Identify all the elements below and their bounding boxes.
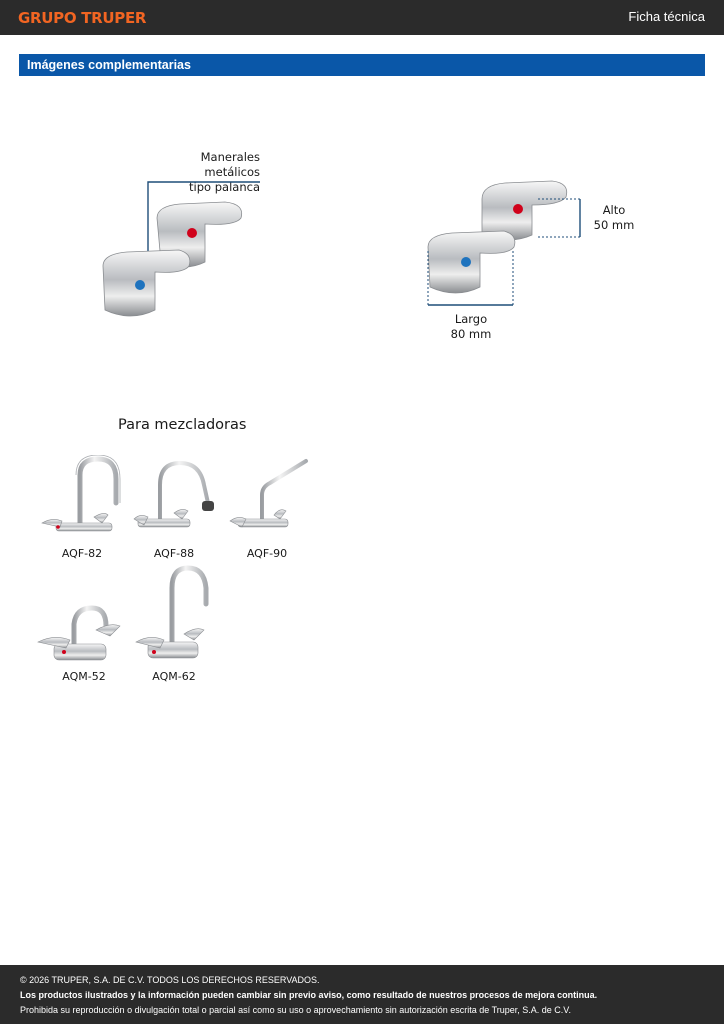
height-value: 50 mm	[593, 218, 635, 232]
height-label: Alto	[602, 203, 626, 217]
faucet-aqm-62-image	[135, 565, 209, 659]
footer-restriction: Prohibida su reproducción o divulgación …	[20, 1005, 571, 1015]
length-label: Largo	[454, 312, 488, 326]
height-dimension-label: Alto 50 mm	[592, 203, 636, 233]
handles-label-line2: tipo palanca	[189, 180, 260, 194]
model-aqm-52: AQM-52	[62, 670, 106, 683]
footer-notice: Los productos ilustrados y la informació…	[20, 990, 598, 1000]
model-aqf-88: AQF-88	[153, 547, 195, 560]
mixers-heading: Para mezcladoras	[118, 417, 247, 433]
footer: © 2026 TRUPER, S.A. DE C.V. TODOS LOS DE…	[0, 965, 724, 1024]
top-bar: GRUPO TRUPER Ficha técnica	[0, 0, 724, 35]
faucet-aqf-88-image	[133, 460, 214, 528]
faucet-aqm-52-image	[37, 605, 121, 661]
faucet-aqf-90-image	[229, 459, 308, 528]
model-aqm-62: AQM-62	[152, 670, 196, 683]
length-value: 80 mm	[450, 327, 492, 341]
brand-logo: GRUPO TRUPER	[18, 9, 147, 27]
section-title: Imágenes complementarias	[27, 58, 191, 72]
model-aqf-90: AQF-90	[246, 547, 288, 560]
length-dimension-label: Largo 80 mm	[446, 312, 496, 342]
handles-callout-label: Manerales metálicos tipo palanca	[150, 150, 260, 195]
faucet-aqf-82-image	[41, 455, 121, 532]
handles-label-line1: Manerales metálicos	[200, 150, 260, 179]
metal-lever-handles-image	[102, 181, 260, 317]
document-type: Ficha técnica	[628, 9, 705, 24]
model-aqf-82: AQF-82	[61, 547, 103, 560]
footer-copyright: © 2026 TRUPER, S.A. DE C.V. TODOS LOS DE…	[20, 975, 320, 985]
section-header: Imágenes complementarias	[19, 54, 705, 76]
handle-dimensions-image	[427, 180, 581, 306]
